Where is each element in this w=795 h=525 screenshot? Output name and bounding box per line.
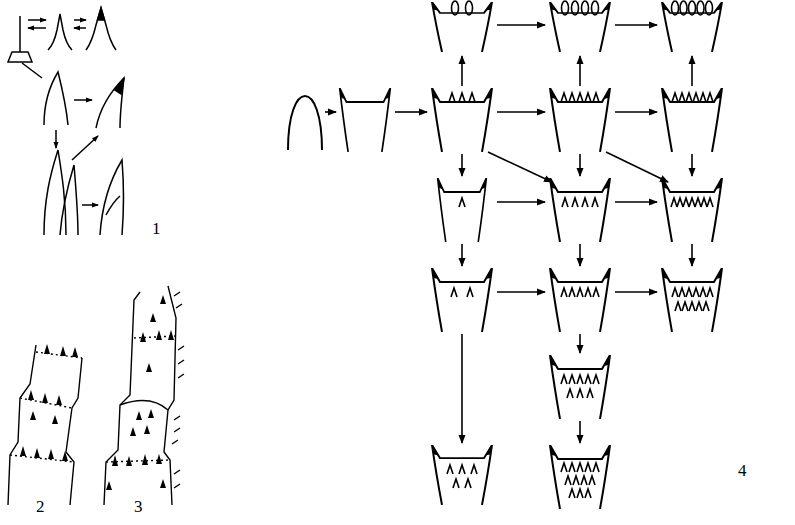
seta-series xyxy=(8,8,124,235)
figure-number: 2 xyxy=(36,498,45,515)
figure-number: 4 xyxy=(738,462,747,479)
limb-segments xyxy=(8,344,82,505)
scale-series xyxy=(288,1,722,509)
figure-number: 3 xyxy=(134,498,143,515)
figure-number: 1 xyxy=(152,220,161,237)
limb-segments-spined xyxy=(104,286,184,505)
